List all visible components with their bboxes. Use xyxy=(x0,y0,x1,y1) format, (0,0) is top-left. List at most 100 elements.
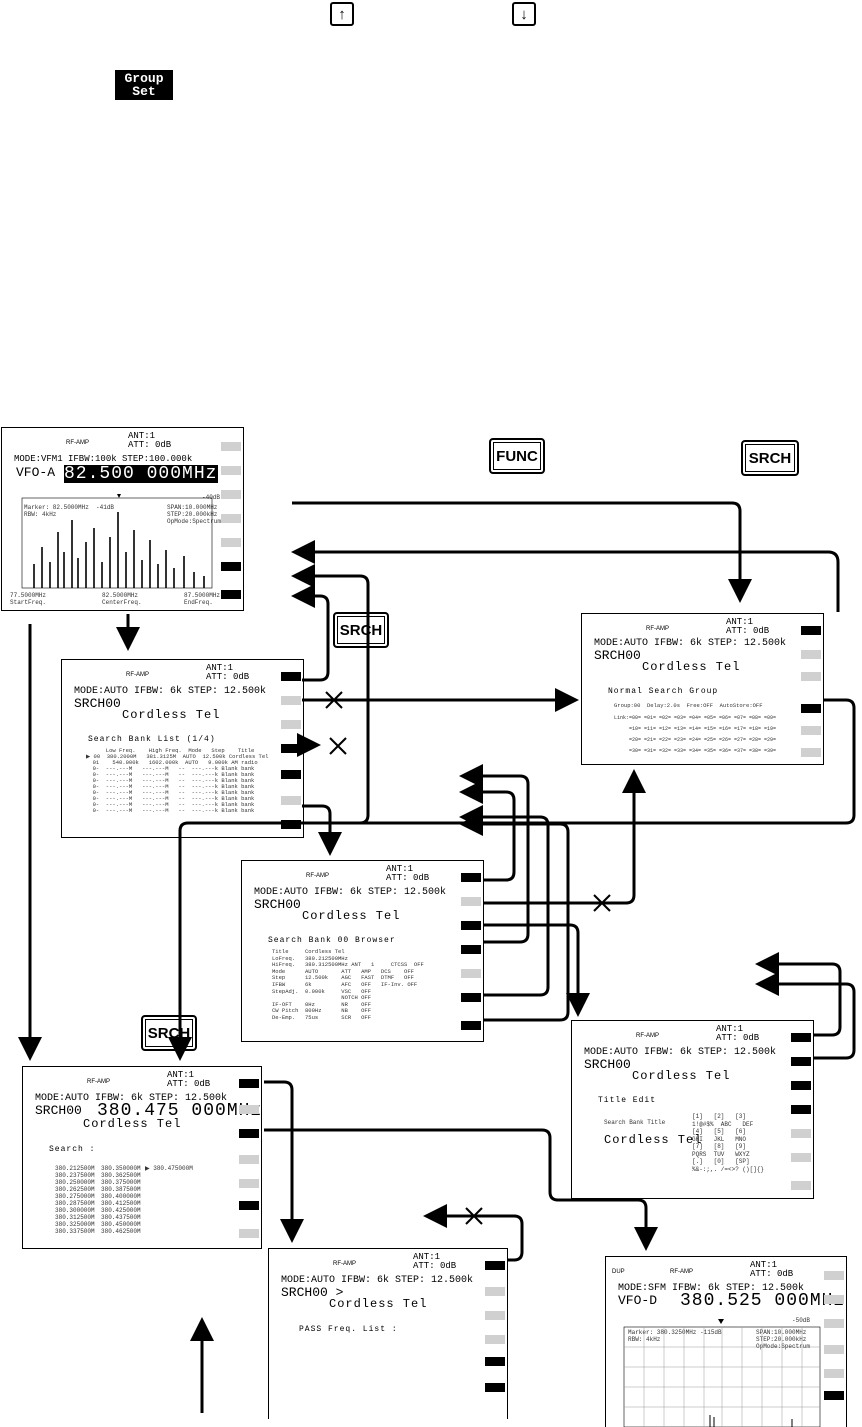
bank-title: Cordless Tel xyxy=(632,1069,731,1083)
mode-line: MODE:AUTO IFBW: 6k STEP: 12.500k xyxy=(281,1275,474,1286)
softkey-2[interactable] xyxy=(461,897,481,906)
softkey-3[interactable] xyxy=(221,490,241,499)
mode-line: MODE:AUTO IFBW: 6k STEP: 12.500k xyxy=(584,1047,777,1058)
softkey-4[interactable] xyxy=(824,1345,844,1354)
softkey-1[interactable] xyxy=(824,1271,844,1280)
srch-key-top[interactable]: SRCH xyxy=(741,440,799,476)
softkey-5[interactable] xyxy=(824,1369,844,1378)
rf-amp-label: RF-AMP xyxy=(670,1269,693,1275)
screen-vfo-d: DUP RF-AMP ANT:1 ATT: 0dB MODE:SFM IFBW:… xyxy=(605,1256,847,1427)
softkey-5[interactable] xyxy=(221,538,241,547)
channel-label: SRCH00 xyxy=(254,897,301,912)
softkey-3[interactable] xyxy=(801,672,821,681)
group-links: Link:=00= =01= =02= =03= =04= =05= =06= … xyxy=(614,715,777,754)
softkey-cancel[interactable] xyxy=(281,672,301,681)
softkey-2[interactable] xyxy=(824,1295,844,1304)
att-label: ATT: 0dB xyxy=(206,672,250,682)
softkey-3[interactable] xyxy=(485,1311,505,1320)
down-arrow-key[interactable]: ↓ xyxy=(512,2,536,26)
span-readout: SPAN:10.000MHz STEP:20.000kHz OpMode:Spe… xyxy=(756,1329,811,1350)
softkey-4[interactable] xyxy=(239,1155,259,1164)
softkey-title-clear[interactable] xyxy=(791,1057,811,1066)
channel-label: SRCH00 xyxy=(594,648,641,663)
softkey-2[interactable] xyxy=(221,466,241,475)
end-freq-label: 87.5000MHz EndFreq. xyxy=(184,592,221,606)
softkey-enter[interactable] xyxy=(791,1153,811,1162)
softkey-5[interactable] xyxy=(461,969,481,978)
softkey-fast[interactable] xyxy=(824,1391,844,1400)
softkey-group-set[interactable] xyxy=(801,704,821,713)
screen-bank-browser: RF-AMP ANT:1 ATT: 0dB MODE:AUTO IFBW: 6k… xyxy=(241,860,484,1042)
softkey-char[interactable] xyxy=(791,1081,811,1090)
bank-title: Cordless Tel xyxy=(83,1117,182,1131)
att-label: ATT: 0dB xyxy=(386,873,430,883)
softkey-6[interactable] xyxy=(801,748,821,757)
group-set-button[interactable]: Group Set xyxy=(115,70,173,100)
softkey-cursor-left[interactable] xyxy=(791,1129,811,1138)
softkey-7[interactable] xyxy=(791,1181,811,1190)
db-readout: -50dB xyxy=(792,1317,811,1324)
softkey-disp[interactable] xyxy=(461,1021,481,1030)
vfo-label: VFO-D xyxy=(618,1293,658,1308)
mode-line: MODE:AUTO IFBW: 6k STEP: 12.500k xyxy=(74,686,267,697)
softkey-pass-list[interactable] xyxy=(239,1079,259,1088)
softkey-3[interactable] xyxy=(824,1319,844,1328)
bank-title: Cordless Tel xyxy=(642,660,741,674)
bank-title: Cordless Tel xyxy=(302,909,401,923)
bank-title: Cordless Tel xyxy=(122,708,221,722)
bank-title: Cordless Tel xyxy=(329,1297,428,1311)
softkey-title-edit[interactable] xyxy=(461,921,481,930)
up-arrow-key[interactable]: ↑ xyxy=(330,2,354,26)
softkey-list-clear[interactable] xyxy=(239,1201,259,1210)
softkey-4[interactable] xyxy=(221,514,241,523)
softkey-5[interactable] xyxy=(239,1179,259,1188)
title-input[interactable]: Cordless Tel xyxy=(604,1133,703,1147)
ant-label: ANT:1 xyxy=(726,617,754,627)
softkey-6[interactable] xyxy=(221,562,241,571)
dup-label: DUP xyxy=(612,1269,625,1275)
func-key-label: FUNC xyxy=(496,447,538,465)
func-key[interactable]: FUNC xyxy=(489,438,545,474)
softkey-2[interactable] xyxy=(239,1105,259,1114)
softkey-2[interactable] xyxy=(485,1287,505,1296)
db-readout: -40dB xyxy=(202,494,221,501)
srch-key-mid[interactable]: SRCH xyxy=(333,612,389,648)
att-label: ATT: 0dB xyxy=(716,1033,760,1043)
mode-line: MODE:VFM1 IFBW:100k STEP:100.000k xyxy=(14,454,193,464)
softkey-bank-list[interactable] xyxy=(461,993,481,1002)
softkey-group-list[interactable] xyxy=(281,696,301,705)
start-freq-label: 77.5000MHz StartFreq. xyxy=(10,592,47,606)
softkey-search-list[interactable] xyxy=(485,1261,505,1270)
softkey-1[interactable] xyxy=(221,442,241,451)
softkey-3[interactable] xyxy=(281,720,301,729)
screen-search-bank-list: RF-AMP ANT:1 ATT: 0dB MODE:AUTO IFBW: 6k… xyxy=(61,659,304,838)
section-heading: Title Edit xyxy=(598,1096,657,1105)
softkey-vfo-set[interactable] xyxy=(239,1129,259,1138)
softkey-cursor-right[interactable] xyxy=(791,1105,811,1114)
softkey-bank-browse[interactable] xyxy=(281,770,301,779)
softkey-all-delete[interactable] xyxy=(485,1383,505,1392)
screen-vfo-a: RF-AMP ANT:1 ATT: 0dB MODE:VFM1 IFBW:100… xyxy=(1,427,244,611)
rf-amp-label: RF-AMP xyxy=(66,440,89,446)
softkey-5[interactable] xyxy=(801,726,821,735)
frequency-display: 82.500 000MHz xyxy=(64,464,218,484)
marker-triangle-icon xyxy=(117,494,121,498)
softkey-cancel[interactable] xyxy=(461,873,481,882)
softkey-2[interactable] xyxy=(801,650,821,659)
softkey-bank-set[interactable] xyxy=(461,945,481,954)
softkey-one-delete[interactable] xyxy=(485,1357,505,1366)
softkey-cancel[interactable] xyxy=(791,1033,811,1042)
section-heading: PASS Freq. List : xyxy=(299,1325,398,1334)
bank-parameters: Title Cordless Tel LoFreq. 380.212500MHz… xyxy=(272,948,424,1021)
softkey-4[interactable] xyxy=(485,1335,505,1344)
softkey-bank-set[interactable] xyxy=(281,744,301,753)
softkey-7[interactable] xyxy=(239,1229,259,1238)
softkey-7[interactable] xyxy=(221,590,241,599)
softkey-cancel[interactable] xyxy=(801,626,821,635)
softkey-6[interactable] xyxy=(281,796,301,805)
screen-title-edit: RF-AMP ANT:1 ATT: 0dB MODE:AUTO IFBW: 6k… xyxy=(571,1020,814,1199)
center-freq-label: 82.5000MHz CenterFreq. xyxy=(102,592,142,606)
mode-line: MODE:AUTO IFBW: 6k STEP: 12.500k xyxy=(254,887,447,898)
channel-label: SRCH00 xyxy=(74,696,121,711)
